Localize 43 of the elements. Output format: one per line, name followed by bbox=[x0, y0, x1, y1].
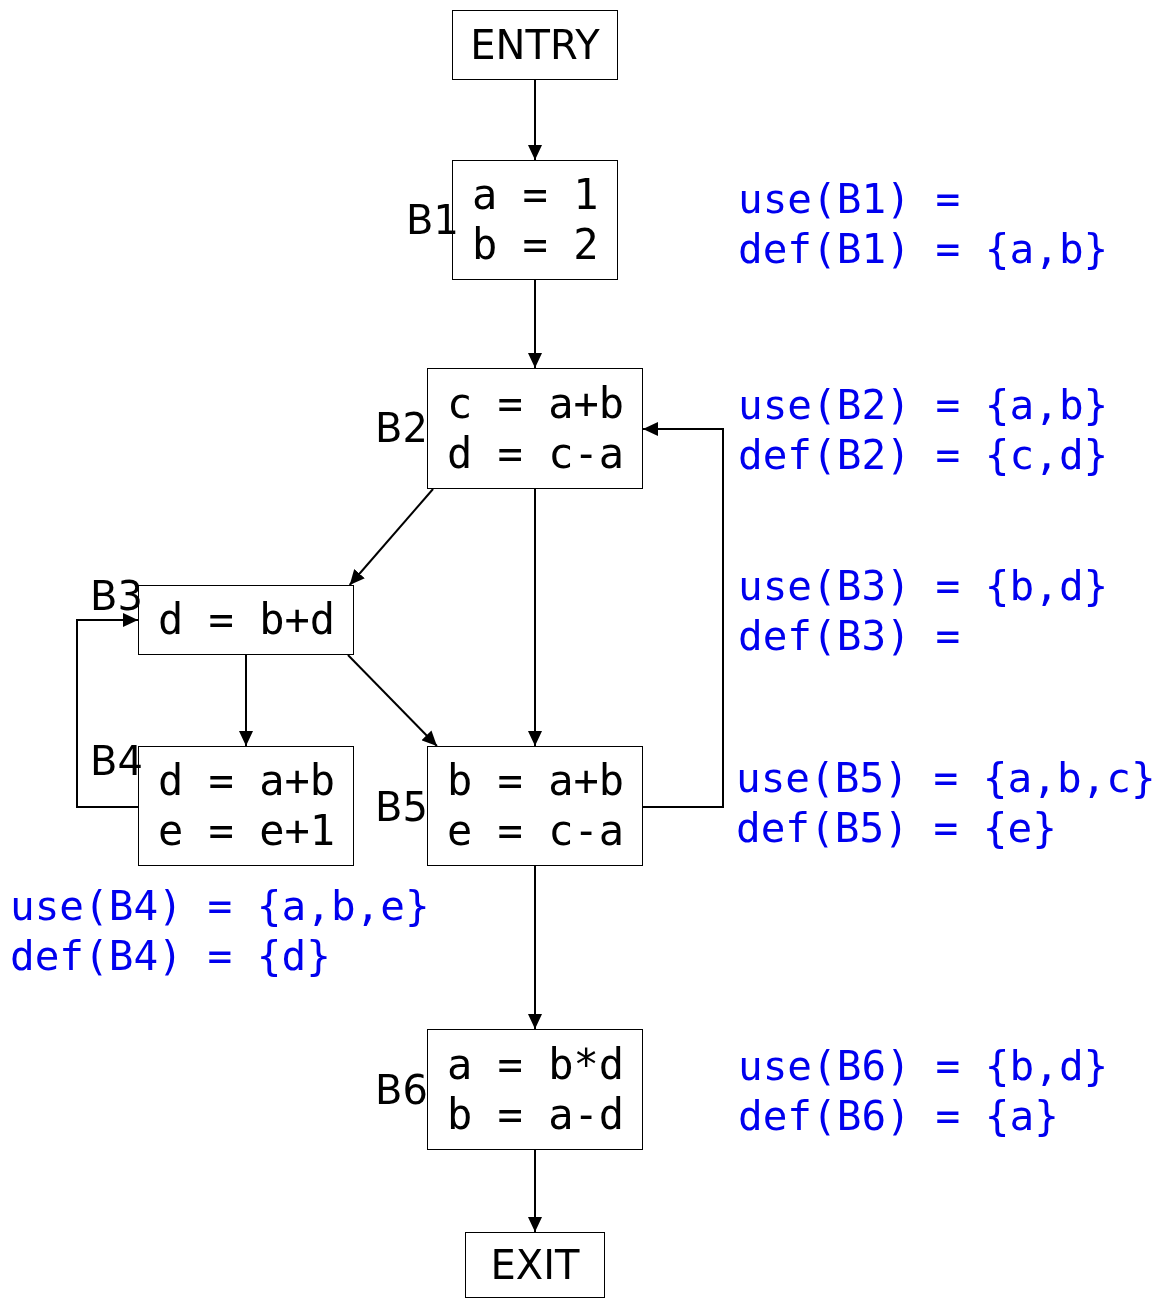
arrow bbox=[528, 79, 542, 161]
arrow bbox=[528, 1149, 542, 1233]
terminal-box bbox=[452, 10, 618, 80]
use-def-set-text: use(B1) = bbox=[738, 174, 961, 224]
use-def-set-text: use(B6) = {b,d} bbox=[738, 1041, 1109, 1091]
use-def-set-text: def(B3) = bbox=[738, 611, 961, 661]
basic-block-box bbox=[427, 746, 643, 866]
block-name: B2 bbox=[375, 404, 428, 452]
statement-text: b = a+b bbox=[447, 756, 624, 806]
use-def-set-text: use(B2) = {a,b} bbox=[738, 380, 1109, 430]
statement-text: a = b*d bbox=[447, 1039, 624, 1090]
arrow bbox=[528, 865, 542, 1030]
statement-text: e = c-a bbox=[447, 806, 624, 856]
statement-text: b = 2 bbox=[472, 220, 599, 270]
basic-block-box bbox=[427, 368, 643, 489]
statement-text: d = c-a bbox=[447, 428, 624, 479]
use-def-set-text: use(B4) = {a,b,e} bbox=[10, 881, 430, 931]
terminal-label: ENTRY bbox=[470, 21, 600, 69]
block-name: B5 bbox=[375, 783, 428, 831]
arrow bbox=[642, 422, 724, 808]
arrow bbox=[528, 279, 542, 369]
terminal-label: EXIT bbox=[490, 1241, 580, 1289]
basic-block-box bbox=[427, 1029, 643, 1150]
use-def-set-text: def(B4) = {d} bbox=[10, 931, 331, 981]
statement-text: b = a-d bbox=[447, 1089, 624, 1140]
use-def-set-text: def(B5) = {e} bbox=[736, 803, 1057, 853]
statement-text: e = e+1 bbox=[158, 806, 335, 856]
statement-text: a = 1 bbox=[472, 170, 599, 220]
use-def-set-text: use(B5) = {a,b,c} bbox=[736, 753, 1156, 803]
basic-block-box bbox=[138, 585, 354, 655]
arrow bbox=[239, 654, 253, 747]
use-def-set-text: def(B6) = {a} bbox=[738, 1091, 1059, 1141]
use-def-set-text: def(B2) = {c,d} bbox=[738, 430, 1109, 480]
use-def-set-text: def(B1) = {a,b} bbox=[738, 224, 1109, 274]
use-def-set-text: use(B3) = {b,d} bbox=[738, 561, 1109, 611]
statement-text: d = b+d bbox=[158, 595, 335, 645]
arrow bbox=[528, 488, 542, 747]
arrow bbox=[348, 488, 435, 586]
terminal-box bbox=[465, 1232, 605, 1298]
statement-text: d = a+b bbox=[158, 756, 335, 806]
statement-text: c = a+b bbox=[447, 378, 624, 429]
block-name: B6 bbox=[375, 1066, 428, 1114]
arrow bbox=[346, 654, 438, 747]
